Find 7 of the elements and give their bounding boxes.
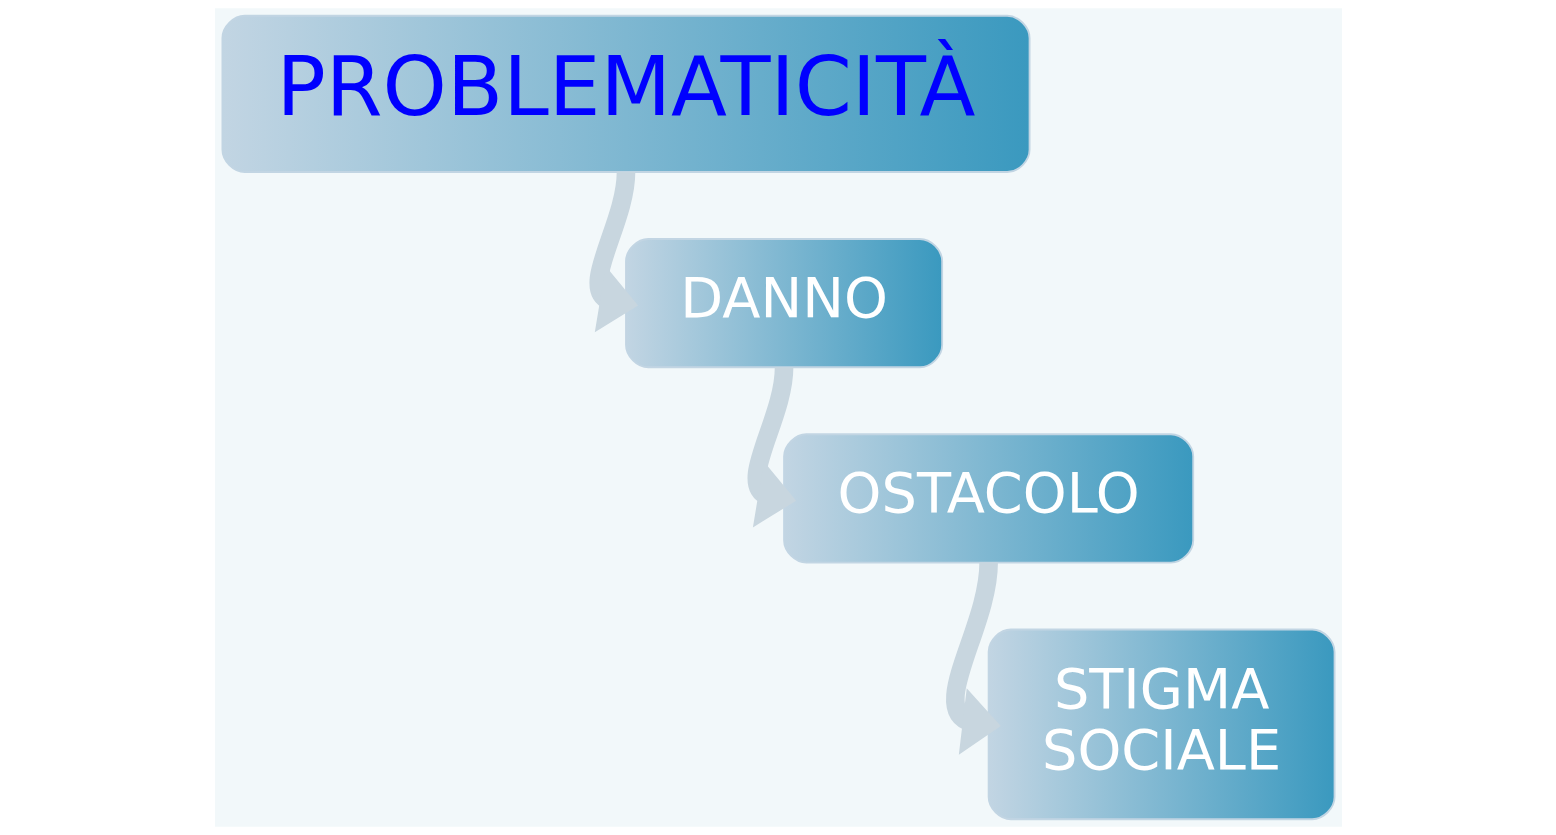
node-box: PROBLEMATICITÀ <box>221 14 1030 173</box>
arrow <box>747 366 796 528</box>
node-box: STIGMA SOCIALE <box>987 628 1335 821</box>
arrow <box>945 561 1001 755</box>
node-box: OSTACOLO <box>782 433 1194 564</box>
node-box: DANNO <box>624 238 943 369</box>
arrow <box>589 171 638 333</box>
